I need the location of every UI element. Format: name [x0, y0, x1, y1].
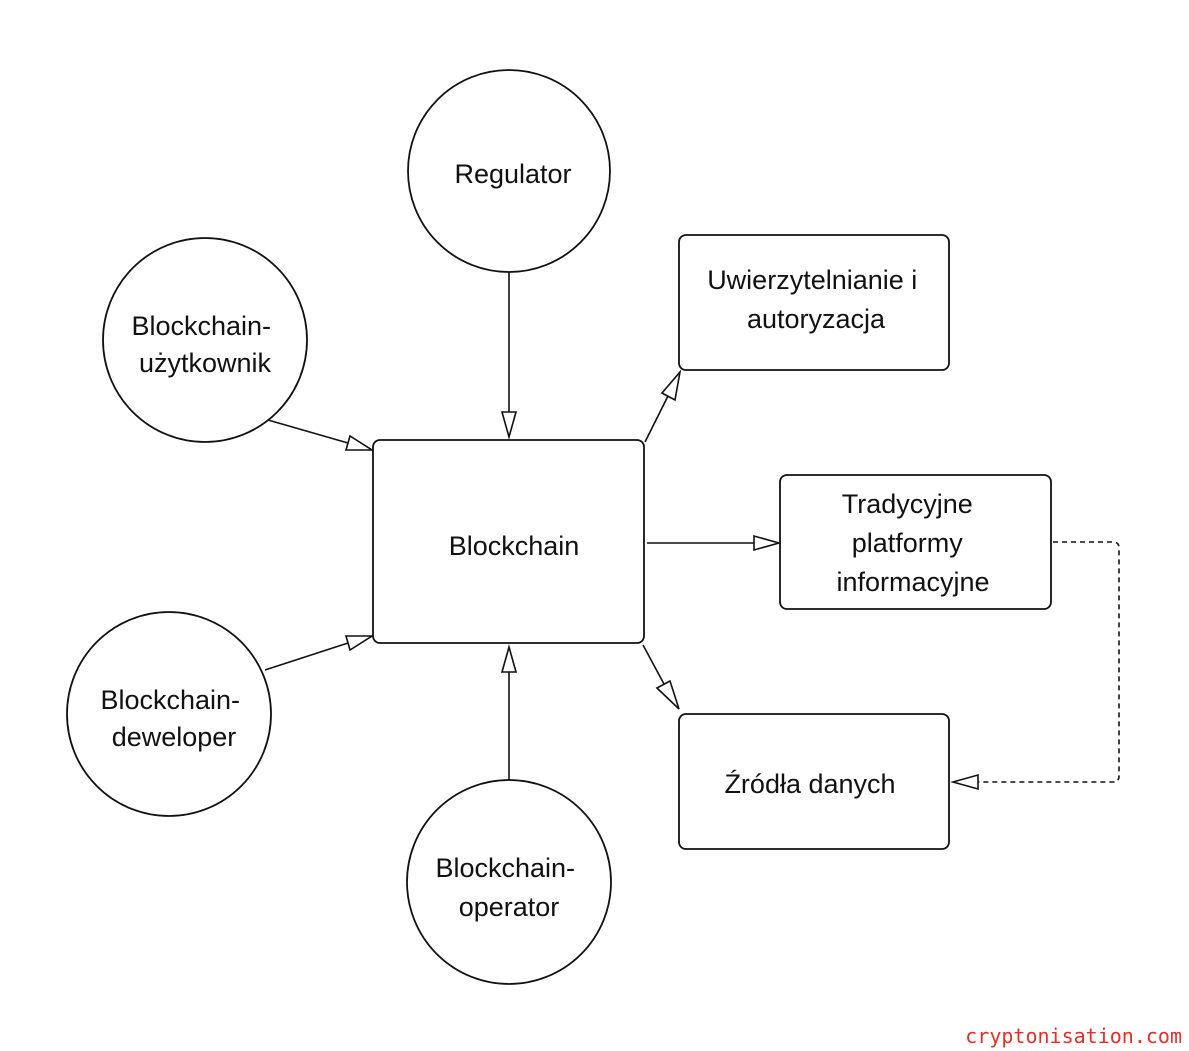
node-deweloper-label: Blockchain- deweloper	[100, 685, 247, 752]
node-operator-label: Blockchain- operator	[435, 853, 582, 922]
edge-regulator-to-blockchain	[500, 271, 518, 440]
node-sources: Źródła danych	[678, 713, 950, 850]
node-deweloper-shape	[66, 611, 272, 817]
node-uzytkownik-label: Blockchain- użytkownik	[131, 311, 278, 378]
node-blockchain-label: Blockchain	[449, 531, 580, 561]
edge-blockchain-to-auth	[644, 369, 682, 443]
node-auth-label: Uwierzytelnianie i autoryzacja	[707, 265, 925, 334]
node-platforms: Tradycyjne platformy informacyjne	[779, 474, 1052, 610]
edge-deweloper-to-blockchain	[264, 635, 375, 671]
edge-platforms-to-sources-dashed	[950, 541, 1120, 791]
node-deweloper: Blockchain- deweloper	[66, 611, 272, 817]
edge-uzytkownik-to-blockchain	[267, 419, 375, 451]
node-regulator-label: Regulator	[454, 159, 571, 189]
node-regulator-shape	[407, 69, 611, 273]
node-uzytkownik: Blockchain- użytkownik	[102, 237, 308, 443]
edge-blockchain-to-sources	[642, 644, 680, 710]
node-sources-shape	[678, 713, 950, 850]
node-uzytkownik-shape	[102, 237, 308, 443]
node-operator: Blockchain- operator	[406, 779, 612, 985]
watermark: cryptonisation.com	[965, 1024, 1182, 1048]
node-blockchain: Blockchain	[372, 439, 645, 644]
edge-blockchain-to-platforms	[647, 534, 782, 552]
node-regulator: Regulator	[407, 69, 611, 273]
edges	[264, 271, 1120, 791]
node-auth: Uwierzytelnianie i autoryzacja	[678, 234, 950, 371]
node-platforms-shape	[779, 474, 1052, 610]
node-platforms-label: Tradycyjne platformy informacyjne	[836, 489, 989, 597]
edge-operator-to-blockchain	[500, 644, 518, 781]
node-operator-shape	[406, 779, 612, 985]
node-blockchain-shape	[372, 439, 645, 644]
node-auth-shape	[678, 234, 950, 371]
node-sources-label: Źródła danych	[724, 769, 895, 799]
